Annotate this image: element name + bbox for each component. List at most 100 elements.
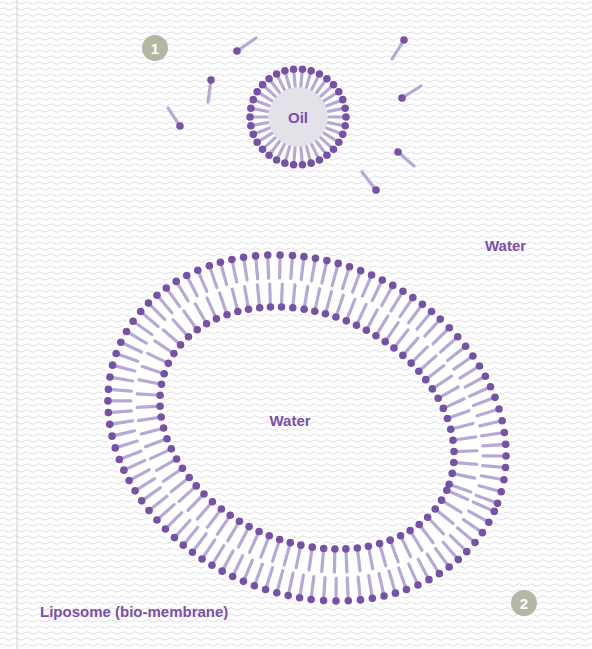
lipid-head [177, 341, 185, 349]
lipid-head [185, 474, 193, 482]
lipid-head [247, 122, 255, 130]
lipid-head [170, 350, 178, 358]
lipid-head [447, 425, 455, 433]
lipid-head [193, 326, 201, 334]
lipid-head [106, 373, 114, 381]
liposome-membrane [103, 250, 511, 606]
lipid-head [162, 525, 170, 533]
lipid-head [158, 380, 166, 388]
lipid-head [332, 597, 340, 605]
lipid-head [251, 582, 259, 590]
lipid-head [424, 513, 432, 521]
lipid-head [471, 539, 479, 547]
lipid-head [160, 424, 168, 432]
lipid-head [431, 505, 439, 513]
lipid-head [228, 256, 236, 264]
lipid-head [341, 122, 349, 130]
lipid-head [342, 113, 350, 121]
oil-core [268, 87, 328, 147]
lipid-head [455, 556, 463, 564]
lipid-head [399, 287, 407, 295]
lipid-head [342, 317, 350, 325]
lipid-head [206, 262, 214, 270]
lipid-head [176, 122, 184, 130]
lipid-head [376, 540, 384, 548]
lipid-head [240, 578, 248, 586]
lipid-head [120, 466, 128, 474]
lipid-head [108, 432, 116, 440]
lipid-head [173, 455, 181, 463]
lipid-head [372, 186, 380, 194]
lipid-head [153, 516, 161, 524]
lipid-head [403, 586, 411, 594]
lipid-head [397, 532, 405, 540]
lipid-head [498, 417, 506, 425]
lipid-head [123, 328, 131, 336]
lipid-head [439, 405, 447, 413]
node-text: Oil [288, 109, 308, 126]
lipid-head [249, 96, 257, 104]
lipid-head [354, 544, 362, 552]
lipid-head [312, 255, 320, 263]
lipid-head [386, 536, 394, 544]
lipid-head [345, 597, 353, 605]
lipid-head [409, 294, 417, 302]
lipid-head [156, 402, 164, 410]
lipid-head [502, 440, 510, 448]
lipid-head [259, 146, 267, 154]
lipid-head [341, 104, 349, 112]
lipid-head [299, 161, 307, 169]
lipid-head [363, 326, 371, 334]
lipid-head [438, 496, 446, 504]
lipid-head [445, 480, 453, 488]
lipid-head [226, 512, 234, 520]
lipid-head [276, 536, 284, 544]
lipid-head [179, 465, 187, 473]
lipid-head [307, 159, 315, 167]
lipid-head [172, 278, 180, 286]
lipid-head [125, 477, 133, 485]
lipid-head [209, 498, 217, 506]
lipid-head [346, 263, 354, 271]
lipid-head [479, 529, 487, 537]
lipid-head [208, 561, 216, 569]
lipid-head [323, 257, 331, 265]
lipid-head [339, 131, 347, 139]
lipid-head [485, 518, 493, 526]
lipid-head [449, 436, 457, 444]
lipid-head [379, 276, 387, 284]
lipid-head [256, 304, 264, 312]
lipid-head [415, 367, 423, 375]
lipid-head [320, 545, 328, 553]
lipid-head [249, 131, 257, 139]
lipid-head [297, 541, 305, 549]
lipid-head [332, 313, 340, 321]
lipid-head [153, 291, 161, 299]
lipid-head [434, 394, 442, 402]
lipid-head [207, 76, 215, 84]
lipid-head [500, 476, 508, 484]
lipid-head [267, 303, 275, 311]
lipid-head [445, 563, 453, 571]
lipid-head [414, 581, 422, 589]
lipid-head [491, 394, 499, 402]
lipid-head [265, 75, 273, 83]
free-lipids [168, 36, 421, 194]
lipid-head [185, 333, 193, 341]
lipid-head [462, 342, 470, 350]
lipid-head [323, 152, 331, 160]
lipid-head [400, 36, 408, 44]
lipid-head [276, 251, 284, 259]
membrane-band [103, 250, 511, 606]
lipid-head [307, 596, 315, 604]
lipid-head [469, 352, 477, 360]
lipid-head [253, 138, 261, 146]
lipid-head [300, 253, 308, 261]
lipid-head [311, 307, 319, 315]
lipid-head [369, 595, 377, 603]
lipid-head [448, 470, 456, 478]
lipid-head [105, 409, 113, 417]
lipid-head [105, 386, 113, 394]
lipid-head [165, 360, 173, 368]
lipid-head [454, 333, 462, 341]
